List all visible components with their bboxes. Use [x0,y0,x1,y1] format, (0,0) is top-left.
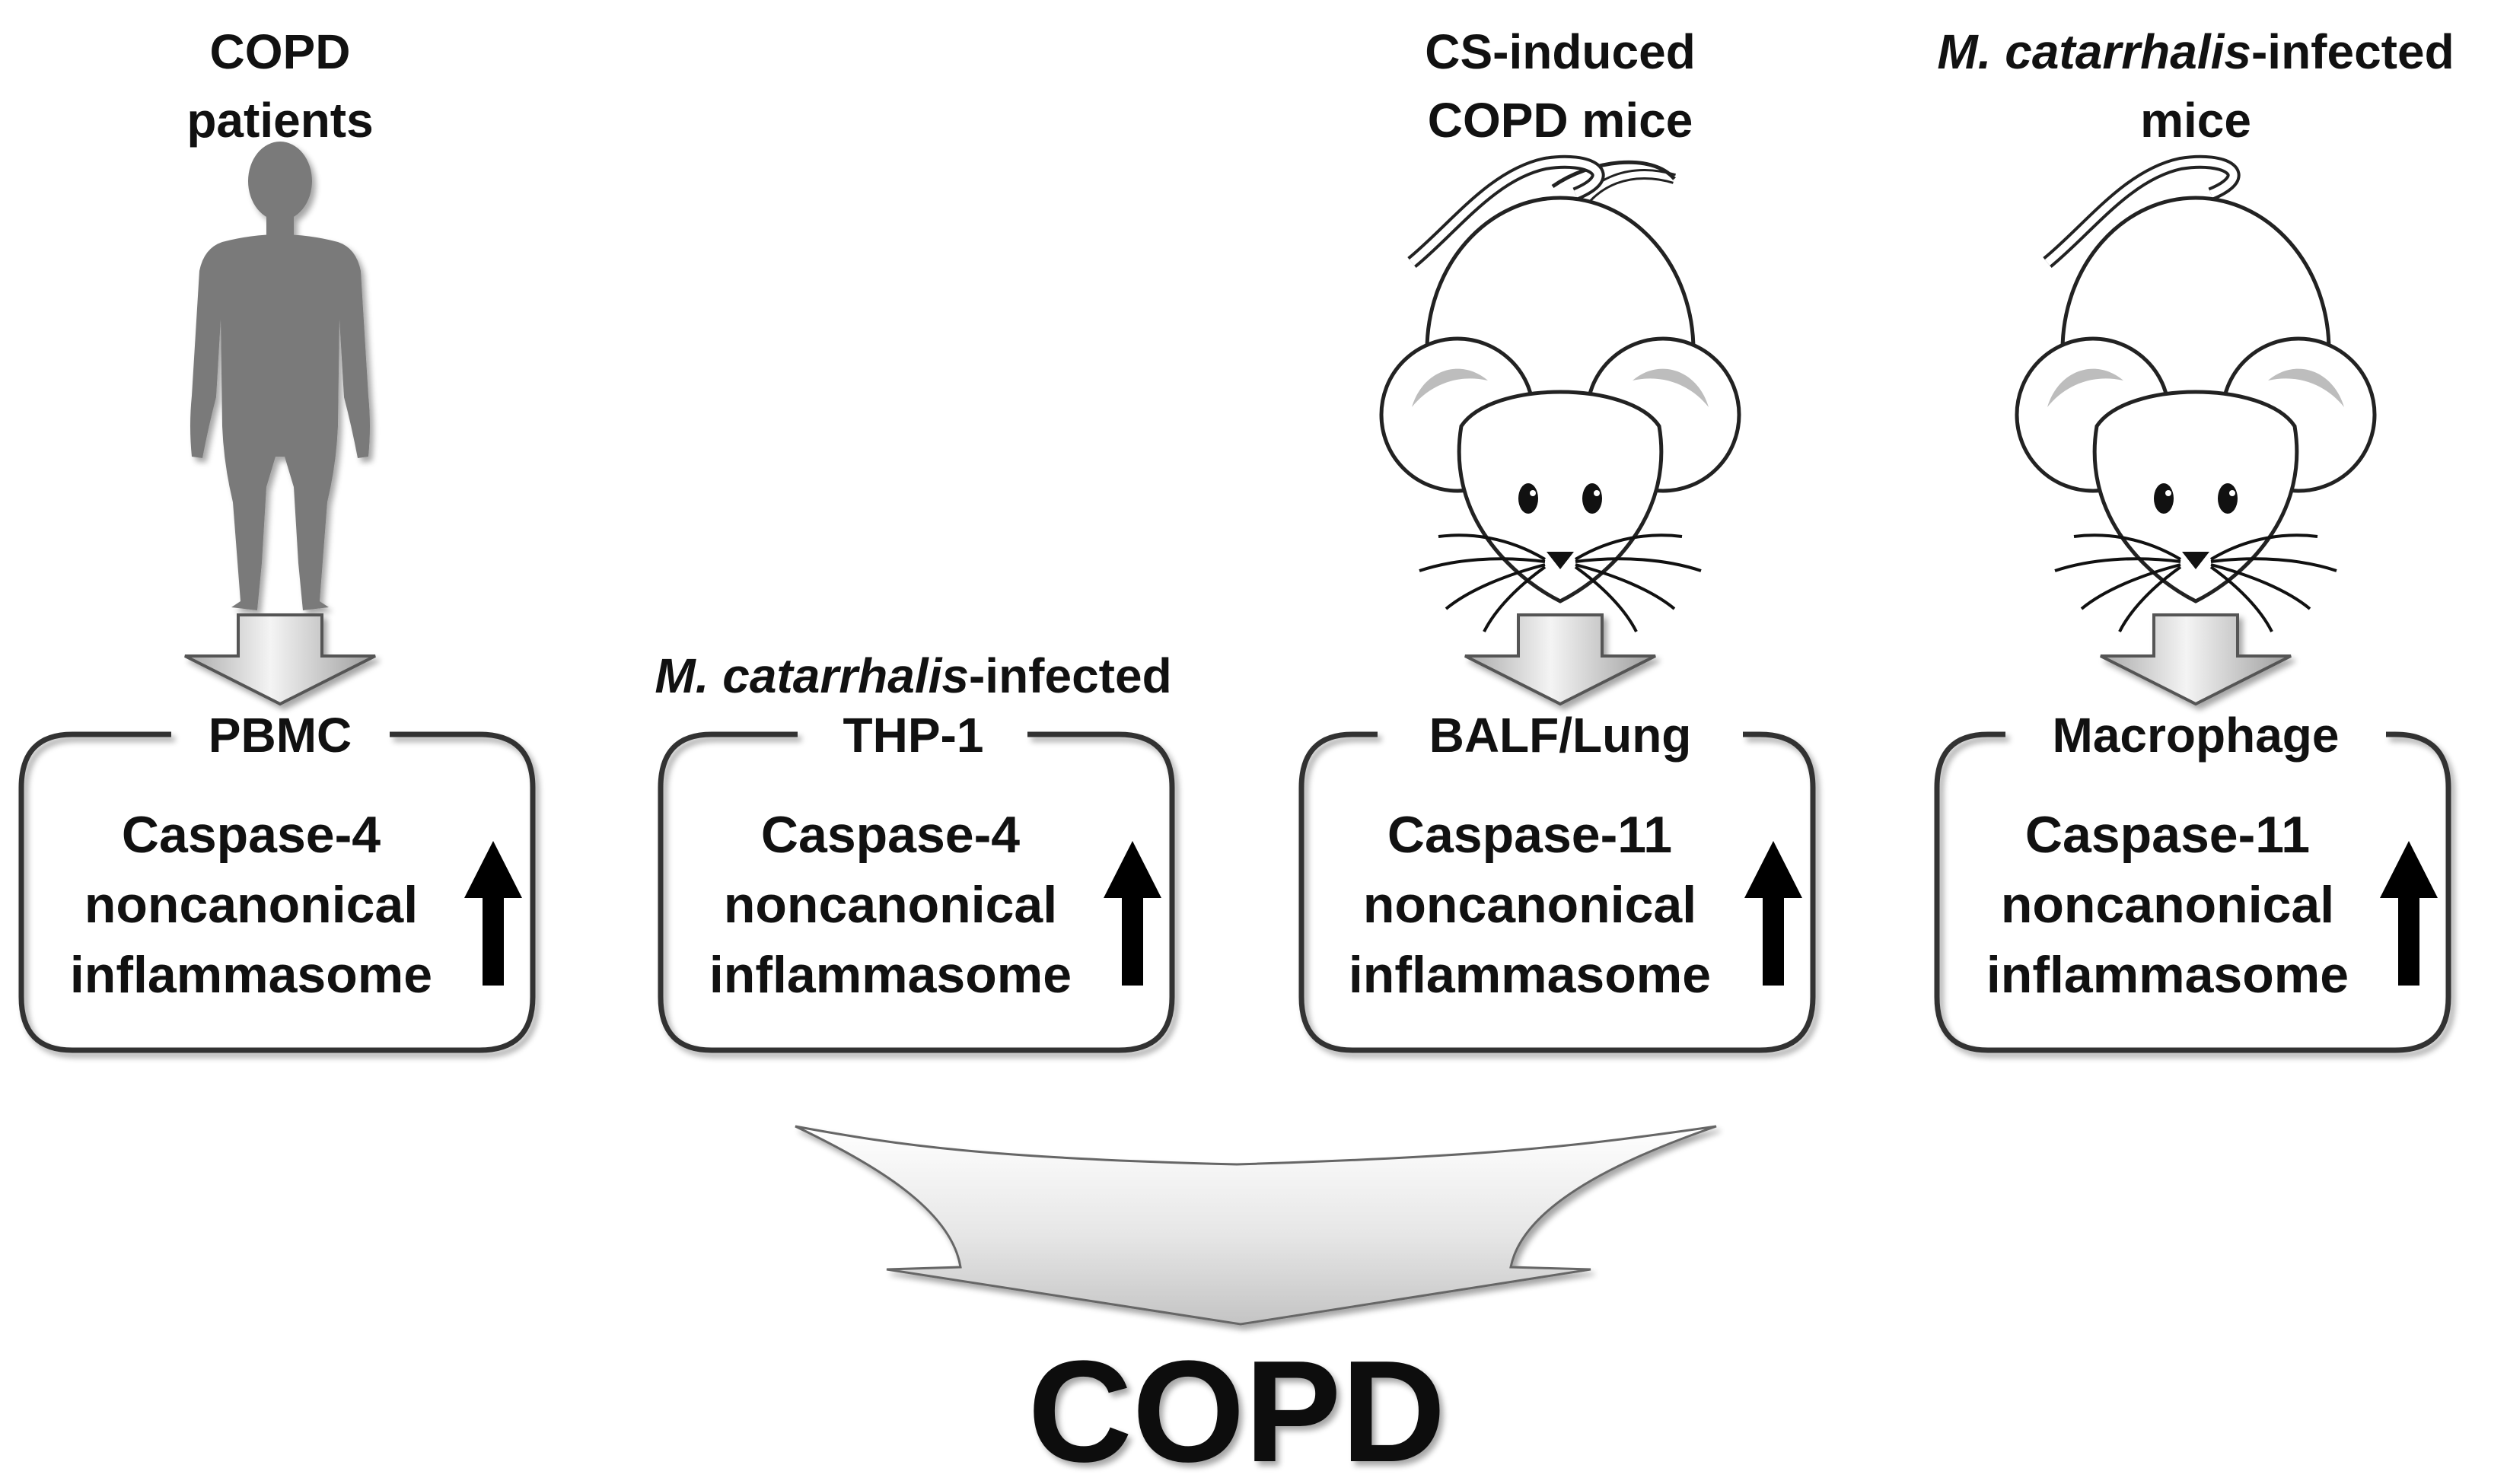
result-box-macrophage: Macrophage Caspase-11 noncanonical infla… [1934,708,2451,1053]
box-line: inflammasome [709,946,1072,1004]
up-arrow-icon [1744,841,1802,986]
box-line: noncanonical [84,876,418,934]
header-line: COPD [210,24,351,79]
result-box-thp1: THP-1 Caspase-4 noncanonical inflammasom… [658,708,1175,1053]
header-italic: M. catarrhalis [1937,24,2251,79]
header-infected-mice: M. catarrhalis-infected mice [1937,24,2454,148]
header-line: CS-induced [1425,24,1696,79]
down-arrow-icon [1464,613,1656,706]
box-line: inflammasome [1986,946,2349,1004]
box-line: Caspase-4 [122,806,381,864]
human-silhouette-icon [190,142,370,610]
box-label: PBMC [209,708,352,763]
header-line: COPD mice [1428,93,1693,148]
header-line: mice [2140,93,2251,148]
up-arrow-icon [2380,841,2438,986]
mouse-icon [2015,154,2377,632]
header-thp1: M. catarrhalis-infected [655,648,1171,703]
header-line: M. catarrhalis-infected [1937,24,2454,79]
header-plain: -infected [969,648,1172,703]
header-plain: -infected [2251,24,2454,79]
box-line: Caspase-11 [2025,806,2310,864]
converging-arrow-icon [795,1125,1717,1326]
header-line: patients [186,93,373,148]
box-line: Caspase-4 [761,806,1020,864]
box-line: noncanonical [2001,876,2334,934]
result-box-balf-lung: BALF/Lung Caspase-11 noncanonical inflam… [1298,708,1816,1053]
mouse-icon [1379,154,1741,632]
box-line: Caspase-11 [1387,806,1672,864]
down-arrow-icon [184,613,376,706]
box-line: noncanonical [1363,876,1696,934]
header-italic: M. catarrhalis [655,648,969,703]
result-box-pbmc: PBMC Caspase-4 noncanonical inflammasome [18,708,536,1053]
result-title: COPD [1028,1331,1446,1484]
header-cs-mice: CS-induced COPD mice [1425,24,1696,148]
box-line: noncanonical [724,876,1057,934]
up-arrow-icon [464,841,522,986]
up-arrow-icon [1104,841,1161,986]
box-line: inflammasome [1349,946,1711,1004]
header-line: M. catarrhalis-infected [655,648,1171,703]
box-label: Macrophage [2053,708,2340,763]
down-arrow-icon [2100,613,2292,706]
box-label: BALF/Lung [1429,708,1692,763]
box-label: THP-1 [843,708,984,763]
box-line: inflammasome [70,946,432,1004]
header-copd-patients: COPD patients [186,24,373,148]
